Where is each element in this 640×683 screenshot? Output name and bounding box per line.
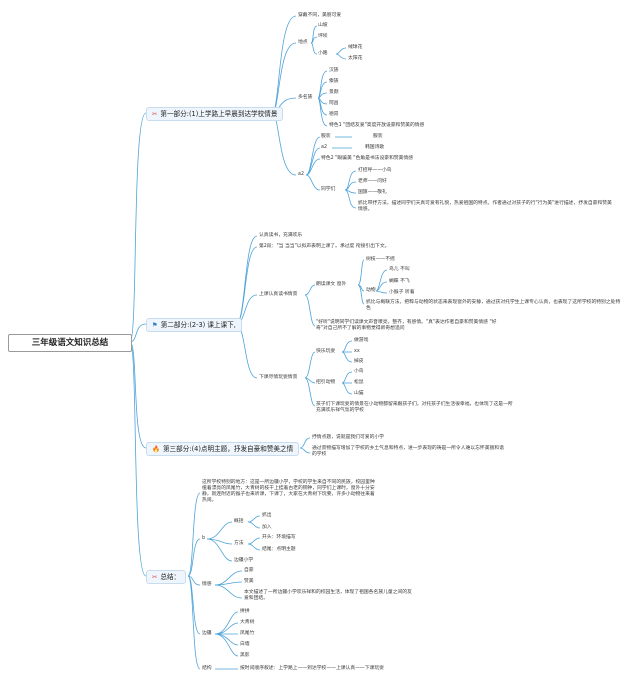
node[interactable]: 开头：环境描写 — [262, 535, 296, 540]
node[interactable]: 凤尾竹 — [240, 631, 255, 636]
node[interactable]: 抓比与概联方法，把粹与动物的状态来表现窗外的安静，通过孩对托学生上课专心认真，也… — [366, 300, 621, 311]
node[interactable]: 山坡 — [318, 23, 328, 28]
scissors-icon: ✂ — [152, 573, 158, 581]
node[interactable]: 德昂 — [329, 112, 339, 117]
branch-part-2-label: 第二部分:(2-3) 课上课下, — [160, 321, 236, 329]
node[interactable]: 动物 — [366, 288, 376, 293]
node[interactable]: 通过景物描写增加了学校的乡土气息和特点，进一步表现的祷是一所令人难以忘怀美丽和谐… — [312, 446, 504, 457]
node[interactable]: 打招呼——小鸟 — [358, 168, 392, 173]
node[interactable]: 太阳花 — [348, 56, 363, 61]
node[interactable]: 白墙 — [240, 642, 250, 647]
node[interactable]: 景颇 — [329, 90, 339, 95]
node[interactable]: 按时间顺序叙述：上学路上——到达学校——上课认真——下课玩耍 — [240, 666, 384, 671]
branch-part-3-label: 第三部分:(4)点明主题，抒发自豪和赞美之情 — [162, 445, 294, 453]
node[interactable]: 黑影 — [240, 653, 250, 658]
node[interactable]: 多名族 — [298, 95, 313, 100]
node[interactable]: xx — [354, 349, 360, 354]
node[interactable]: 加入 — [262, 525, 272, 530]
node[interactable]: 自豪 — [244, 568, 254, 573]
node[interactable]: 快乐玩耍 — [316, 349, 336, 354]
node[interactable]: 赞美 — [244, 579, 254, 584]
branch-part-3[interactable]: 🔥第三部分:(4)点明主题，抒发自豪和赞美之情 — [146, 442, 300, 456]
node[interactable]: 汉族 — [329, 68, 339, 73]
node[interactable]: 小猴子 听着 — [389, 290, 415, 295]
branch-summary-label: 总结： — [160, 573, 181, 581]
node[interactable]: 结构 — [202, 666, 212, 671]
node[interactable]: 抓出 — [262, 513, 272, 518]
node[interactable]: 孩子们下课玩耍的情景在小动物都留来跟孩子们，对托孩子们生活很幸福，也体现了这是一… — [316, 402, 513, 413]
node[interactable]: 同学们 — [321, 187, 336, 192]
node[interactable]: 边疆小学 — [234, 558, 254, 563]
branch-part-1-label: 第一部分:(1)上学路上早晨到达学校情景 — [160, 110, 278, 118]
node[interactable]: 傣族 — [329, 79, 339, 84]
node[interactable]: 认真读书，充满欢乐 — [259, 233, 303, 238]
branch-summary[interactable]: ✂总结： — [146, 570, 187, 584]
node[interactable]: 第2段："当 当当"以拟声表明上课了。承过度 衔接引出下文。 — [259, 244, 390, 249]
node[interactable]: 拼拼 — [240, 609, 250, 614]
node[interactable]: 大青树 — [240, 620, 255, 625]
node[interactable]: 概括 — [234, 519, 244, 524]
node[interactable]: 特色2 "眼骗美 "色角是书法设豪和赞美情感 — [321, 156, 414, 161]
node[interactable]: 树枝——不摇 — [366, 257, 395, 262]
node[interactable]: a2 — [298, 172, 304, 177]
node[interactable]: 山猫 — [354, 391, 364, 396]
node[interactable]: 抒情点题，说就是我们可爱的小学 — [312, 435, 384, 440]
fire-icon: 🔥 — [152, 445, 160, 453]
node[interactable]: 蝴蝶 不飞 — [389, 279, 410, 284]
node[interactable]: 老师——问好 — [358, 179, 387, 184]
node[interactable]: 松鼠 — [354, 380, 364, 385]
node[interactable]: 小鸟 — [354, 369, 364, 374]
node[interactable]: 上课认真读书情景 — [259, 292, 298, 297]
node[interactable]: 本文描述了一所边疆小学欢乐祥和的校园生活，体现了祖国各名族儿童之间的友爱和团结。 — [244, 590, 412, 601]
node[interactable]: a2 — [321, 145, 327, 150]
node[interactable]: 这所学校特别的地方：这是一所边疆小学，学校的学生来自不同的民族，校园里种植着漂亮… — [202, 480, 375, 503]
branch-part-1[interactable]: ✂第一部分:(1)上学路上早晨到达学校情景 — [146, 107, 284, 121]
node[interactable]: 穿戴不同，美丽可爱 — [298, 13, 342, 18]
flag-icon: ⚑ — [152, 321, 158, 329]
node[interactable]: 做游戏 — [354, 338, 369, 343]
node[interactable]: 朗读课文 窗外 — [316, 282, 347, 287]
node[interactable]: 掉皮 — [354, 359, 364, 364]
node[interactable]: b — [202, 536, 206, 541]
node[interactable]: 下课尽情玩耍情景 — [259, 375, 298, 380]
node[interactable]: 绒球花 — [348, 45, 363, 50]
node[interactable]: 服装 — [321, 134, 331, 139]
node[interactable]: 结尾：点明主题 — [262, 547, 296, 552]
node[interactable]: 方法 — [234, 541, 244, 546]
node[interactable]: 边疆 — [202, 631, 212, 636]
node[interactable]: 坪坝 — [318, 34, 328, 39]
node[interactable]: 服装 — [373, 134, 383, 139]
root-topic[interactable]: 三年级语文知识总结 — [8, 334, 132, 352]
node[interactable]: 特色1 "团结友爱"高度开放设豪和赞美的情感 — [329, 123, 425, 128]
node[interactable]: 国旗——敬礼 — [358, 190, 387, 195]
scissors-icon: ✂ — [152, 110, 158, 118]
node[interactable]: 招引动物 — [316, 380, 336, 385]
node[interactable]: 地点 — [298, 40, 308, 45]
node[interactable]: 鸟儿 不叫 — [389, 267, 410, 272]
node[interactable]: 小路 — [318, 51, 328, 56]
node[interactable]: "好听"说明同学们读课文声音嘹亮，整齐，有感情。"真"表达作者自豪和赞美情感 "… — [316, 320, 497, 331]
node[interactable]: 抓比带抒方法，描述同学们天真可爱有礼貌，热爱祖国的特点。作者通过对孩子的行"行为… — [358, 201, 612, 212]
node[interactable]: 阿昌 — [329, 101, 339, 106]
node[interactable]: 韩国诗歌 — [365, 145, 385, 150]
node[interactable]: 情感 — [202, 582, 212, 587]
branch-part-2[interactable]: ⚑第二部分:(2-3) 课上课下, — [146, 318, 242, 332]
